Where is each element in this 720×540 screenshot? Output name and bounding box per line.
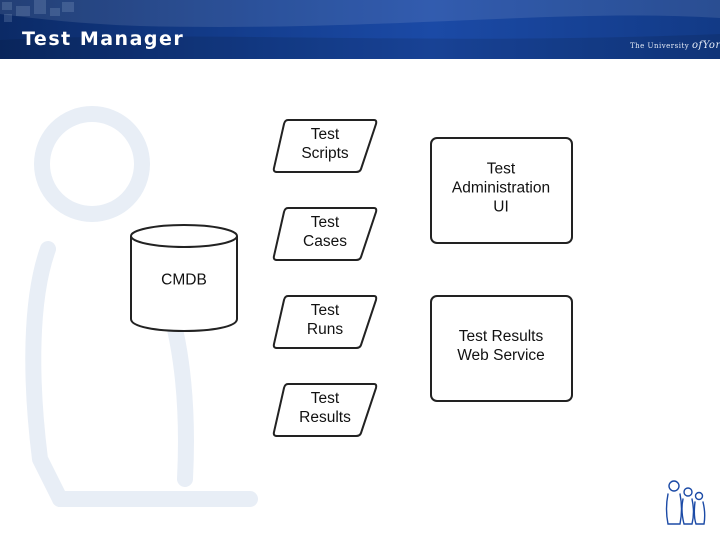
data-item-test-cases: [272, 207, 378, 261]
process-test-administration-ui: [430, 137, 573, 244]
process-test-results-web-service: [430, 295, 573, 402]
test-administration-ui-label: Test Administration UI: [451, 160, 551, 216]
logo-york: York: [702, 40, 720, 51]
data-item-test-runs: [272, 295, 378, 349]
test-results-web-service-label: Test Results Web Service: [457, 328, 545, 364]
data-item-test-scripts: [272, 119, 378, 173]
data-item-test-results: [272, 383, 378, 437]
cmdb-database: [130, 224, 238, 332]
test-cases-label: Test Cases: [303, 214, 347, 250]
cmdb-label: CMDB: [161, 271, 207, 289]
people-logo-icon: [665, 480, 706, 525]
logo-of: of: [691, 40, 703, 51]
test-results-label: Test Results: [299, 390, 351, 426]
page-title: Test Manager: [22, 28, 185, 50]
header-bar: Test Manager The University ofYork: [0, 0, 720, 59]
university-logo: The University ofYork: [630, 40, 720, 51]
test-runs-label: Test Runs: [306, 302, 344, 338]
header-swoosh: [0, 0, 720, 59]
logo-prefix: The University: [630, 42, 690, 50]
test-scripts-label: Test Scripts: [301, 126, 349, 162]
